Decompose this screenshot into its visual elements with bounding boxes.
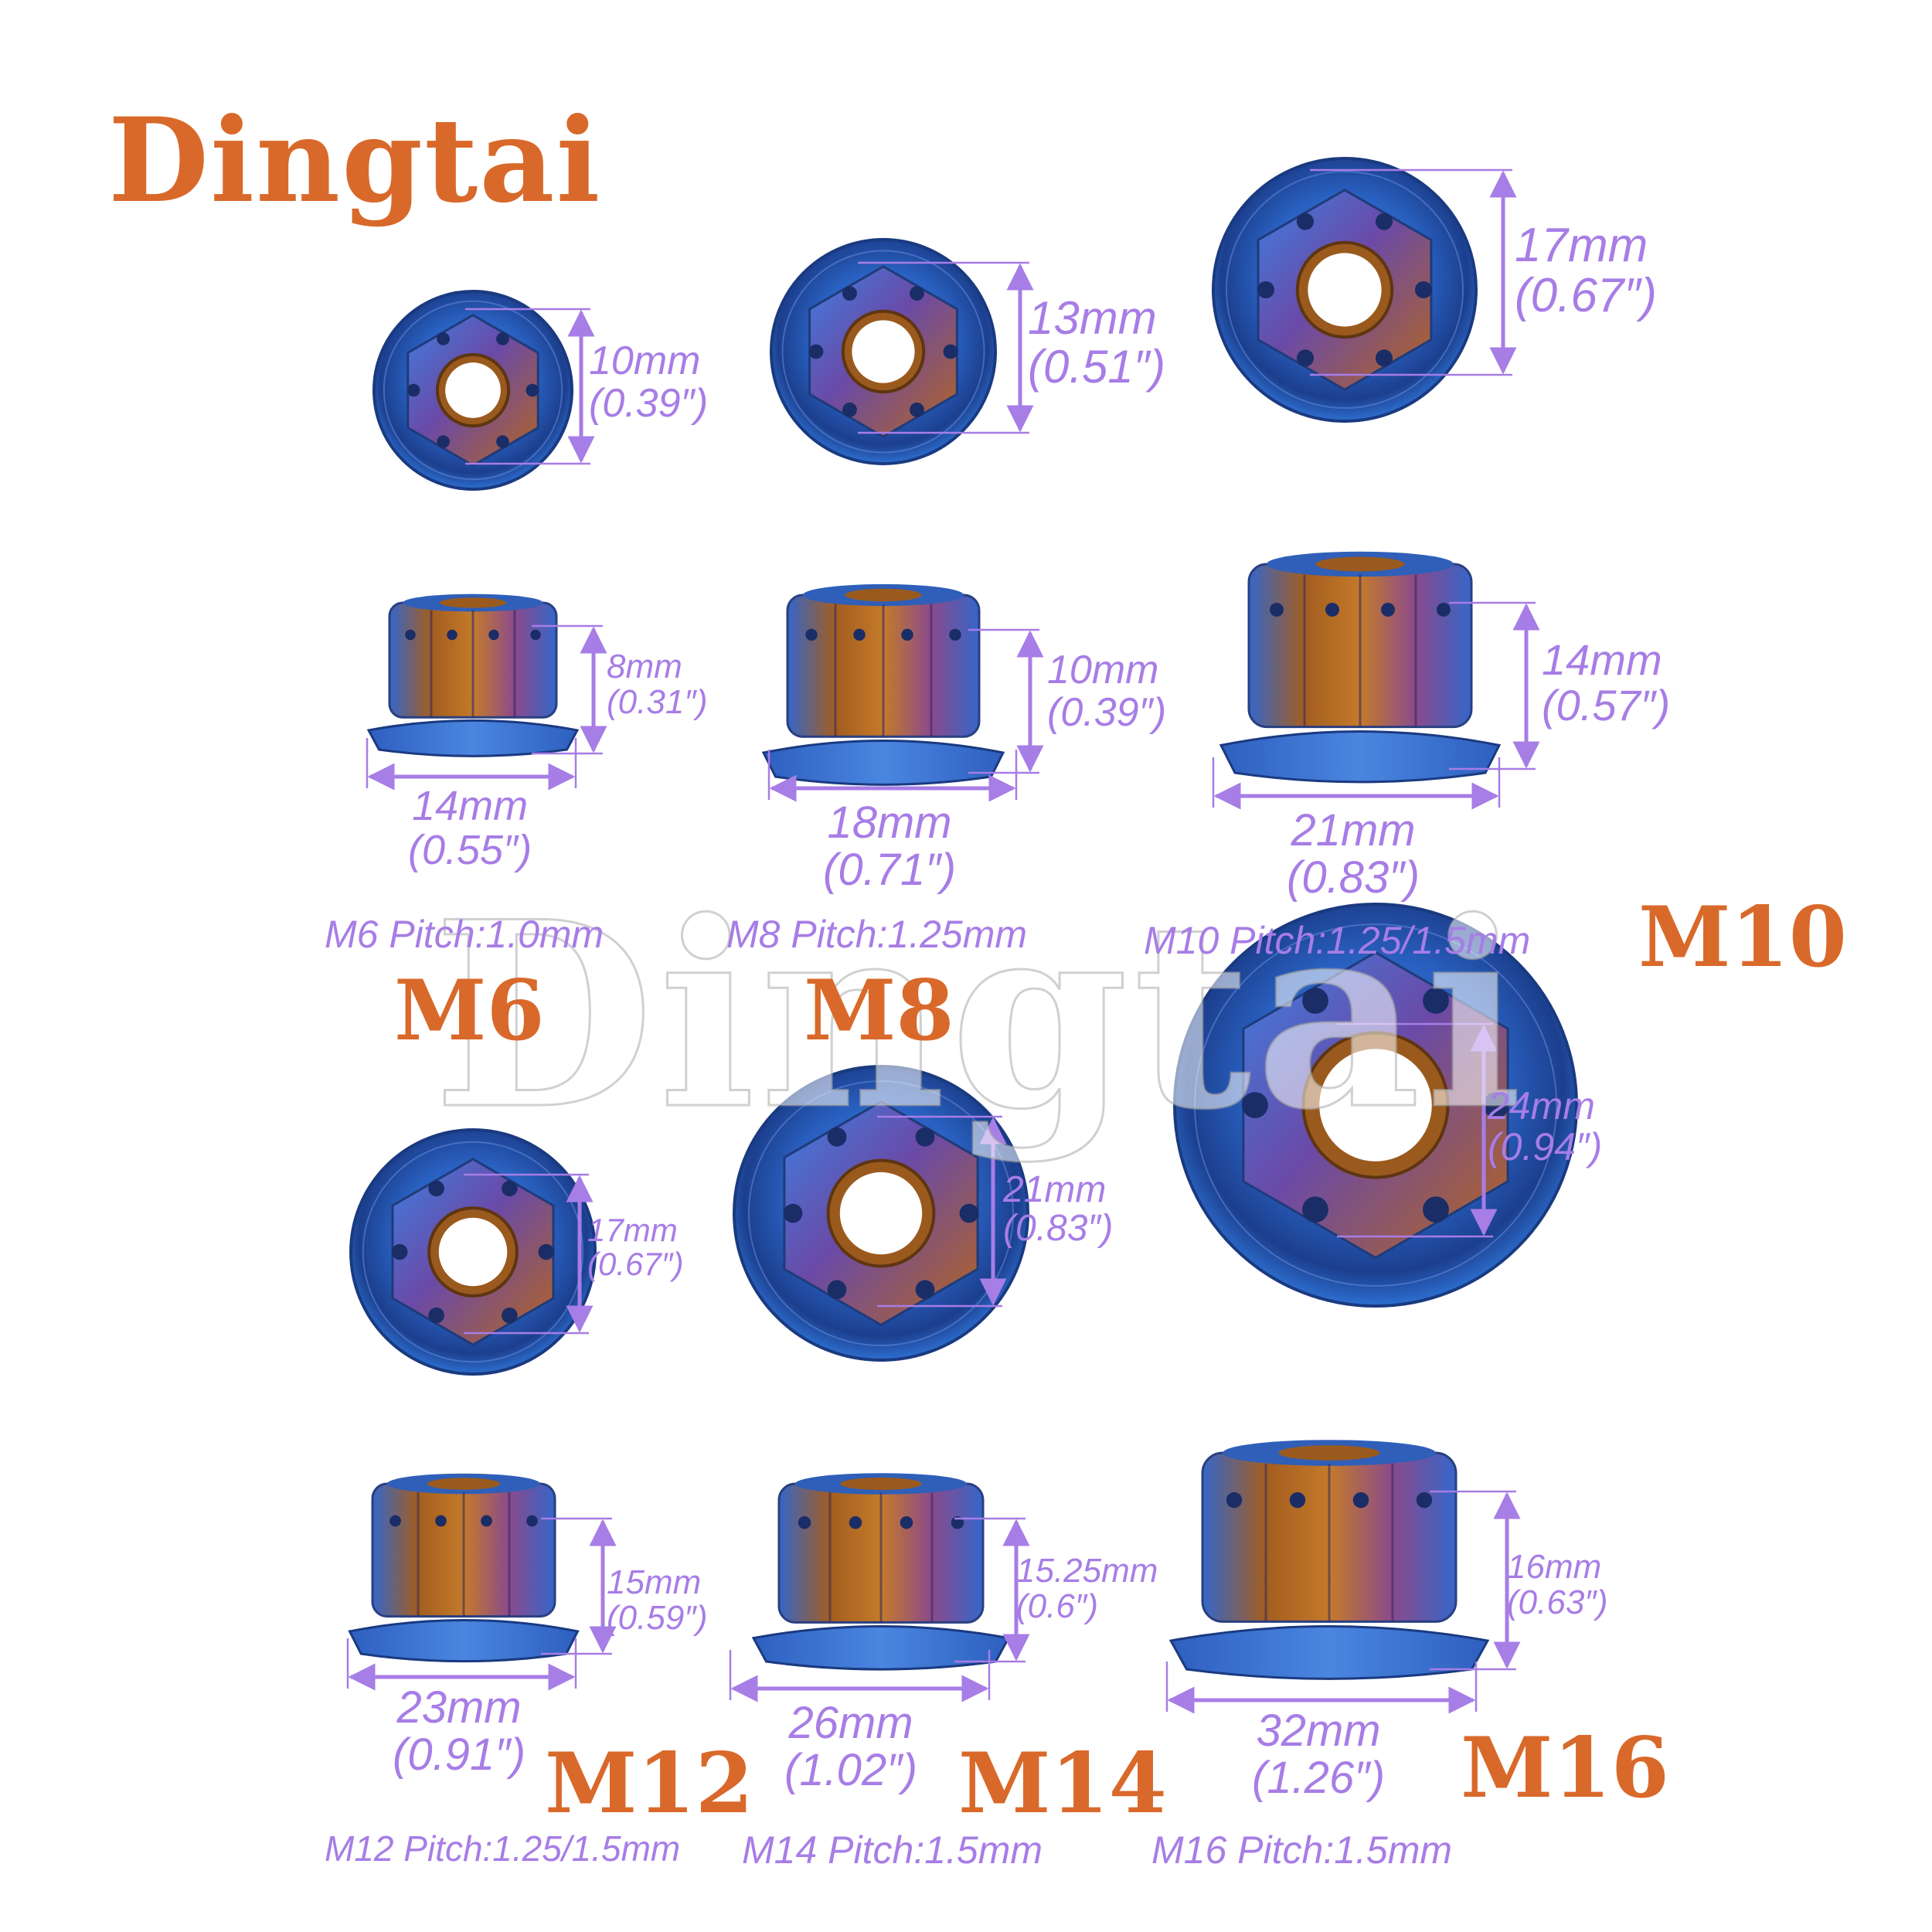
m16-top-arrow xyxy=(1337,1022,1498,1238)
m8-width-dimension: 18mm(0.71″) xyxy=(823,798,957,895)
m8-top-dimension: 13mm(0.51″) xyxy=(1028,292,1165,393)
m12-side-nut xyxy=(348,1473,580,1663)
m16-top-nut xyxy=(1173,903,1578,1308)
m10-top-arrow xyxy=(1310,168,1517,376)
m14-width-arrow xyxy=(729,1650,991,1702)
m10-width-arrow xyxy=(1212,757,1501,810)
m6-height-dimension: 8mm(0.31″) xyxy=(607,648,708,722)
m8-height-arrow xyxy=(968,628,1044,774)
m10-pitch: M10 Pitch:1.25/1.5mm xyxy=(1144,919,1531,962)
m16-height-arrow xyxy=(1430,1490,1521,1671)
m12-top-nut xyxy=(349,1128,597,1376)
m8-top-nut xyxy=(770,238,997,465)
m12-width-dimension: 23mm(0.91″) xyxy=(393,1682,526,1780)
m10-width-dimension: 21mm(0.83″) xyxy=(1287,805,1420,903)
m14-top-nut xyxy=(733,1065,1029,1362)
m6-top-dimension: 10mm(0.39″) xyxy=(589,338,709,426)
m8-width-arrow xyxy=(767,750,1018,802)
m16-width-arrow xyxy=(1165,1662,1478,1714)
m14-size-label: M14 xyxy=(958,1735,1167,1832)
m14-top-dimension: 21mm(0.83″) xyxy=(1003,1169,1114,1250)
m14-top-arrow xyxy=(877,1115,1007,1308)
m16-width-dimension: 32mm(1.26″) xyxy=(1252,1706,1386,1803)
m14-side-nut xyxy=(751,1473,1011,1671)
m10-size-label: M10 xyxy=(1638,889,1847,986)
m12-top-arrow xyxy=(464,1173,594,1335)
m16-height-dimension: 16mm(0.63″) xyxy=(1507,1548,1608,1622)
m16-size-label: M16 xyxy=(1461,1719,1669,1817)
m14-height-dimension: 15.25mm(0.6″) xyxy=(1016,1552,1158,1626)
m6-top-nut xyxy=(372,290,573,491)
m6-pitch: M6 Pitch:1.0mm xyxy=(325,913,604,956)
m12-top-dimension: 17mm(0.67″) xyxy=(587,1212,684,1283)
m6-size-label: M6 xyxy=(394,962,545,1060)
m6-width-arrow xyxy=(366,738,577,791)
m12-pitch: M12 Pitch:1.25/1.5mm xyxy=(325,1828,681,1869)
m12-size-label: M12 xyxy=(545,1735,753,1832)
m6-top-arrow xyxy=(465,308,595,465)
m8-top-arrow xyxy=(858,261,1034,434)
m8-height-dimension: 10mm(0.39″) xyxy=(1047,648,1167,735)
m10-top-nut xyxy=(1212,157,1478,423)
m14-width-dimension: 26mm(1.02″) xyxy=(784,1698,918,1795)
m16-pitch: M16 Pitch:1.5mm xyxy=(1151,1828,1453,1872)
m16-side-nut xyxy=(1168,1440,1490,1680)
m12-height-dimension: 15mm(0.59″) xyxy=(607,1563,708,1638)
m10-height-arrow xyxy=(1449,601,1540,770)
m8-pitch: M8 Pitch:1.25mm xyxy=(726,913,1028,956)
watermark-text: Dingtai xyxy=(432,865,1527,1167)
m10-height-dimension: 14mm(0.57″) xyxy=(1542,635,1671,730)
m8-size-label: M8 xyxy=(804,962,954,1060)
m12-width-arrow xyxy=(346,1638,577,1691)
m14-pitch: M14 Pitch:1.5mm xyxy=(742,1828,1043,1872)
m6-height-arrow xyxy=(532,624,607,755)
brand-logo: Dingtai xyxy=(108,93,602,229)
m8-side-nut xyxy=(761,583,1005,786)
m6-side-nut xyxy=(366,594,580,757)
m10-side-nut xyxy=(1219,551,1502,784)
m10-top-dimension: 17mm(0.67″) xyxy=(1515,219,1657,323)
m16-top-dimension: 24mm(0.94″) xyxy=(1488,1084,1603,1168)
m6-width-dimension: 14mm(0.55″) xyxy=(408,783,532,873)
